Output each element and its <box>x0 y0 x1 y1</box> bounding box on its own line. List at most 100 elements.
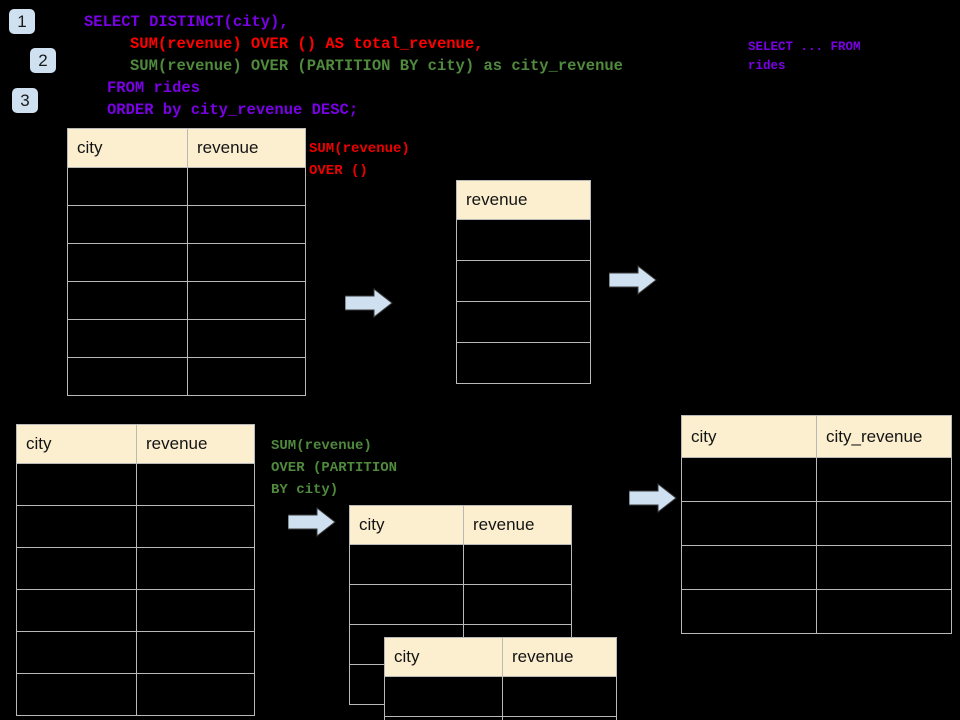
table-row <box>67 243 306 282</box>
cell-city <box>349 544 464 585</box>
column-header-city-revenue: city_revenue <box>816 415 952 458</box>
cell-city <box>67 243 188 282</box>
table-source-bottom: city revenue <box>16 424 255 716</box>
column-header-revenue: revenue <box>136 424 255 464</box>
step-badge-1: 1 <box>9 9 35 34</box>
cell-revenue <box>456 260 591 302</box>
cell-revenue <box>502 676 617 717</box>
arrow-total-to-result <box>608 264 657 296</box>
cell-city <box>67 205 188 244</box>
table-row <box>681 589 952 634</box>
step-badge-2: 2 <box>30 48 56 73</box>
step-badge-2-label: 2 <box>38 51 48 70</box>
table-header-row: city revenue <box>349 505 572 545</box>
table-row <box>16 631 255 674</box>
table-row <box>681 457 952 502</box>
cell-city <box>16 631 137 674</box>
table-body <box>456 219 591 384</box>
table-row <box>16 673 255 716</box>
column-header-city: city <box>67 128 188 168</box>
table-source-top: city revenue <box>67 128 306 396</box>
column-header-revenue: revenue <box>187 128 306 168</box>
annotation-over-partition: SUM(revenue) OVER (PARTITION BY city) <box>271 438 398 498</box>
table-row <box>349 584 572 625</box>
cell-revenue <box>136 631 255 674</box>
cell-revenue <box>187 243 306 282</box>
cell-revenue <box>187 281 306 320</box>
table-header-row: city revenue <box>384 637 617 677</box>
table-row <box>67 357 306 396</box>
cell-city <box>681 457 817 502</box>
column-header-city: city <box>681 415 817 458</box>
table-header-row: city city_revenue <box>681 415 952 458</box>
cell-city-revenue <box>816 545 952 590</box>
column-header-city: city <box>384 637 503 677</box>
cell-revenue <box>136 547 255 590</box>
cell-revenue <box>187 357 306 396</box>
cell-city-revenue <box>816 501 952 546</box>
cell-city <box>16 505 137 548</box>
cell-revenue <box>456 301 591 343</box>
cell-city <box>16 463 137 506</box>
cell-revenue <box>463 544 572 585</box>
cell-city <box>16 589 137 632</box>
cell-city <box>681 501 817 546</box>
step-badge-3-label: 3 <box>20 91 30 110</box>
cell-city-revenue <box>816 457 952 502</box>
cell-revenue <box>456 342 591 384</box>
annotation-over-empty: SUM(revenue) OVER () <box>309 141 410 179</box>
table-row <box>16 547 255 590</box>
table-row <box>67 319 306 358</box>
cell-revenue <box>136 463 255 506</box>
cell-revenue <box>136 505 255 548</box>
column-header-revenue: revenue <box>456 180 591 220</box>
query-line-select: SELECT DISTINCT(city), <box>84 13 289 31</box>
table-body <box>16 463 255 716</box>
table-row <box>681 545 952 590</box>
column-header-city: city <box>16 424 137 464</box>
query-line-order-by: ORDER by city_revenue DESC; <box>107 101 359 119</box>
cell-city <box>67 281 188 320</box>
table-header-row: revenue <box>456 180 591 220</box>
table-header-row: city revenue <box>16 424 255 464</box>
cell-revenue <box>187 319 306 358</box>
arrow-partition-to-result <box>628 482 677 514</box>
cell-revenue <box>187 167 306 206</box>
arrow-source-to-total <box>344 287 393 319</box>
table-row <box>67 281 306 320</box>
cell-city <box>16 673 137 716</box>
table-row <box>456 219 591 261</box>
table-body <box>384 676 617 720</box>
column-header-city: city <box>349 505 464 545</box>
table-row <box>16 463 255 506</box>
cell-city <box>681 545 817 590</box>
step-badge-3: 3 <box>12 88 38 113</box>
cell-revenue <box>463 584 572 625</box>
cell-city <box>67 319 188 358</box>
table-row <box>456 301 591 343</box>
column-header-revenue: revenue <box>502 637 617 677</box>
table-body <box>681 457 952 634</box>
table-row <box>67 205 306 244</box>
query-line-total-revenue: SUM(revenue) OVER () AS total_revenue, <box>130 35 484 53</box>
cell-revenue <box>136 589 255 632</box>
cell-city <box>349 584 464 625</box>
cell-revenue <box>502 716 617 720</box>
cell-revenue <box>187 205 306 244</box>
table-result: city city_revenue <box>681 415 952 634</box>
table-row <box>349 544 572 585</box>
table-row <box>456 260 591 302</box>
arrow-source-to-partition <box>287 506 336 538</box>
table-row <box>16 589 255 632</box>
cell-city <box>67 167 188 206</box>
table-row <box>456 342 591 384</box>
cell-city-revenue <box>816 589 952 634</box>
cell-revenue <box>456 219 591 261</box>
step-badge-1-label: 1 <box>17 12 27 31</box>
column-header-revenue: revenue <box>463 505 572 545</box>
cell-city <box>384 676 503 717</box>
query-side-note: SELECT ... FROM rides <box>748 40 861 73</box>
query-line-from: FROM rides <box>107 79 201 97</box>
table-row <box>384 716 617 720</box>
